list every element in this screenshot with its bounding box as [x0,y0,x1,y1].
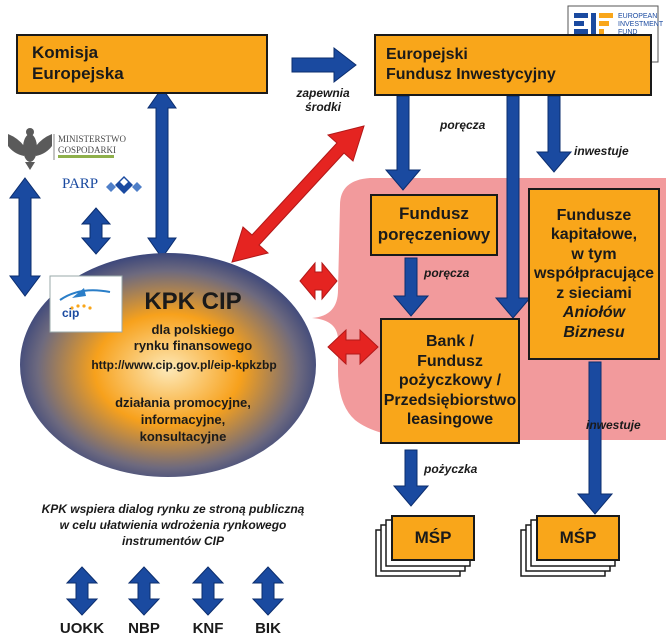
label-inwestuje-2: inwestuje [586,418,641,432]
msp-1-label: MŚP [414,527,452,547]
arrow-bank-msp [392,449,430,507]
arrow-uokk [65,566,99,616]
institution-knf: KNF [192,620,224,637]
eagle-emblem-icon [8,128,52,170]
arrow-knf [191,566,225,616]
label-inwestuje-1: inwestuje [574,144,629,158]
eif-logo-text: EUROPEAN INVESTMENT FUND [618,13,664,37]
kpk-activities: działania promocyjne, informacyjne, kons… [115,395,251,444]
eif-label: Europejski Fundusz Inwestycyjny [386,46,556,83]
cip-logo [49,275,123,333]
arrow-kpk-bank [327,328,379,366]
komisja-europejska-label: Komisja Europejska [32,43,124,83]
komisja-europejska-box: Komisja Europejska [16,34,268,94]
institution-nbp: NBP [128,620,160,637]
dialog-text: KPK wspiera dialog rynku ze stroną publi… [41,502,305,548]
label-pozycza: pożyczka [424,462,478,476]
msp-2-label: MŚP [559,527,597,547]
bank-label: Bank / Fundusz pożyczkowy / Przedsiębior… [383,333,517,429]
arrow-eif-kpk [231,125,365,263]
label-porecza-2: poręcza [424,266,470,280]
arrow-kpk-fundusz [299,261,338,301]
arrow-parp-kpk [80,207,112,255]
arrow-fundusz-poreczeniowy-bank [392,257,430,317]
arrow-ministerstwo-kpk [9,177,41,297]
arrow-bik [251,566,285,616]
eif-box: Europejski Fundusz Inwestycyjny [374,34,652,96]
fundusze-kapitalowe-box: Fundusze kapitałowe, w tym współpracując… [528,188,660,360]
label-zapewnia-srodki: zapewnia środki [296,86,350,114]
arrow-fundusze-kapitalowe-msp [576,361,614,515]
parp-logo-icon [106,176,142,194]
kpk-subtitle: dla polskiego rynku finansowego [133,322,253,354]
arrow-komisja-eif [291,46,357,84]
msp-1-box: MŚP [391,515,475,561]
arrow-komisja-kpk [147,87,177,259]
arrow-eif-fundusz-poreczeniowy [384,95,422,191]
bank-box: Bank / Fundusz pożyczkowy / Przedsiębior… [380,318,520,444]
msp-2-box: MŚP [536,515,620,561]
fundusz-poreczeniowy-box: Fundusz poręczeniowy [370,194,498,256]
arrow-eif-bank [494,95,532,319]
arrow-eif-fundusze-kapitalowe [535,95,573,173]
label-porecza-1: poręcza [440,118,486,132]
cip-logo-text: cip [62,306,80,320]
parp-logo-text: PARP [62,176,99,192]
institution-uokk: UOKK [59,620,105,637]
fundusze-kapitalowe-label: Fundusze kapitałowe, w tym współpracując… [533,206,655,302]
arrow-nbp [127,566,161,616]
ministry-stripe [58,155,114,158]
institution-bik: BIK [255,620,281,637]
ministerstwo-gospodarki-text: MINISTERSTWO GOSPODARKI [58,134,126,155]
aniolow-biznesu-label: Aniołów Biznesu [562,304,626,341]
kpk-url: http://www.cip.gov.pl/eip-kpkzbp [91,358,277,372]
fundusz-poreczeniowy-label: Fundusz poręczeniowy [377,204,491,244]
kpk-title: KPK CIP [144,288,242,315]
